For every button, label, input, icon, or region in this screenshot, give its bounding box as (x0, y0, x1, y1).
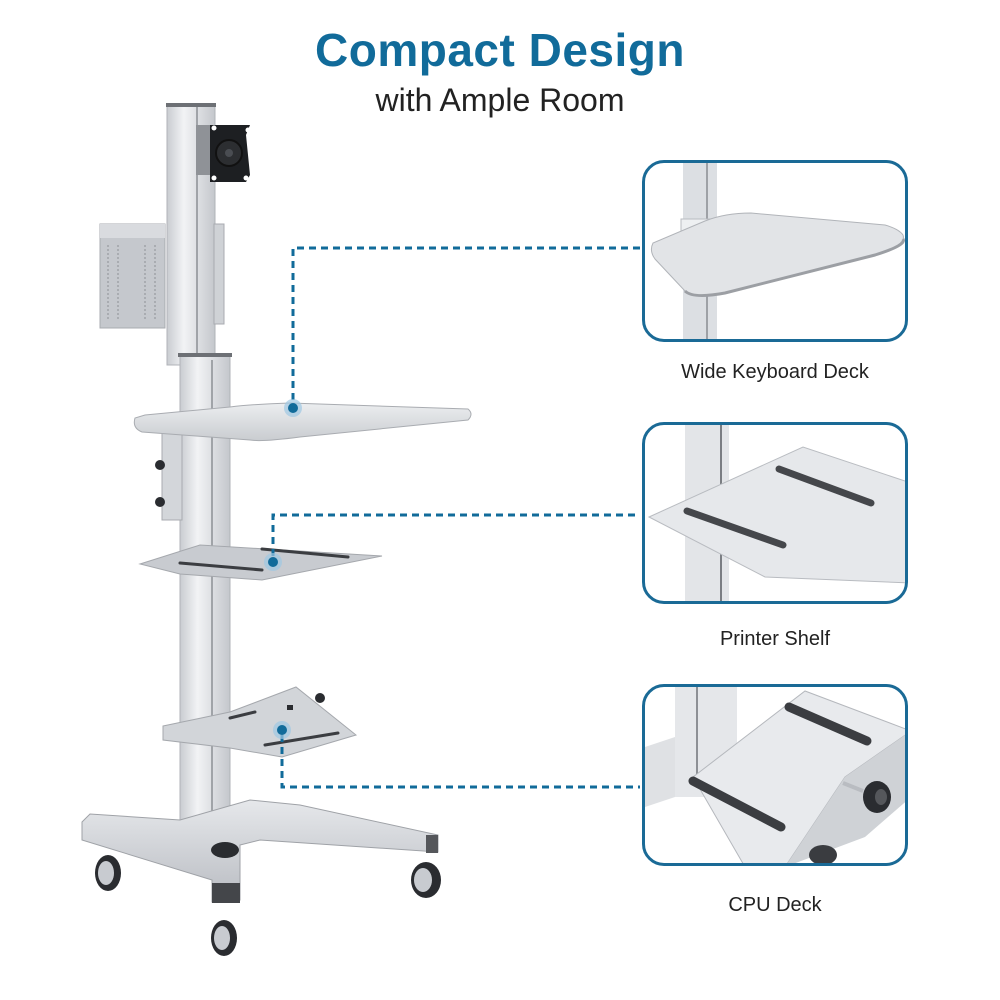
cpu-deck-detail-icon (645, 687, 905, 863)
printer-shelf-detail-icon (647, 425, 905, 601)
headline-subtitle: with Ample Room (375, 82, 625, 118)
headline-title: Compact Design (315, 24, 685, 76)
callout-label-keyboard-deck: Wide Keyboard Deck (681, 361, 869, 383)
callout-printer-shelf-frame (642, 422, 908, 604)
callout-keyboard-deck-frame (642, 160, 908, 342)
callout-label-printer-shelf: Printer Shelf (719, 628, 831, 650)
callout-cpu-deck-frame (642, 684, 908, 866)
callout-label-cpu-deck: CPU Deck (728, 894, 822, 916)
keyboard-deck-detail-icon (650, 163, 905, 339)
